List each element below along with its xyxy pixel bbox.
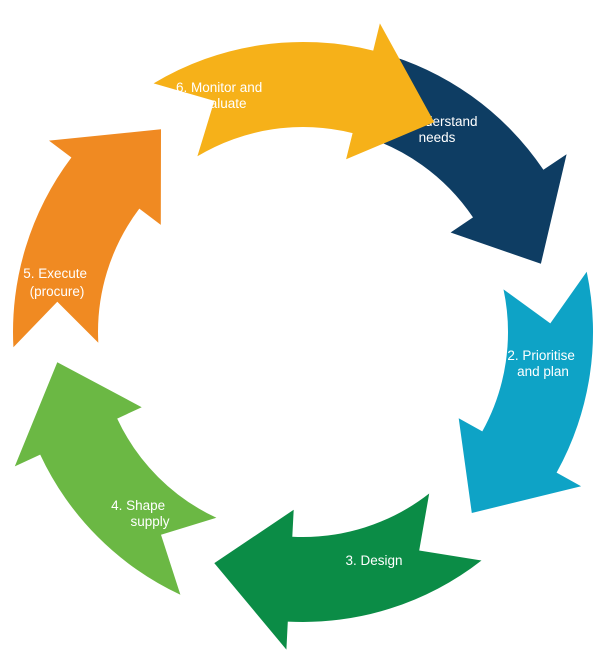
step-arrow-2-shape [458, 271, 594, 513]
step-label-2-line-1: 2. Prioritise [507, 348, 575, 363]
step-arrow-6: 6. Monitor and evaluate [153, 23, 435, 160]
step-label-6: 6. Monitor and evaluate [176, 80, 266, 111]
step-label-5: 5. Execute (procure) [23, 266, 91, 299]
step-label-3: 3. Design [345, 553, 402, 568]
step-label-5-line-2: (procure) [30, 284, 85, 299]
step-arrow-4-shape [14, 362, 217, 595]
step-label-4-line-1: 4. Shape [111, 498, 165, 513]
step-label-4: 4. Shape supply [111, 498, 170, 529]
step-label-6-line-2: evaluate [195, 96, 246, 111]
step-arrow-4: 4. Shape supply [14, 362, 217, 595]
step-label-2: 2. Prioritise and plan [507, 348, 578, 379]
step-label-5-line-1: 5. Execute [23, 266, 87, 281]
step-arrow-6-shape [153, 23, 435, 160]
step-label-3-line-1: 3. Design [345, 553, 402, 568]
step-label-6-line-1: 6. Monitor and [176, 80, 262, 95]
step-arrow-5: 5. Execute (procure) [13, 129, 161, 348]
step-label-1-line-2: needs [419, 130, 456, 145]
step-arrow-3-shape [214, 493, 482, 650]
step-label-4-line-2: supply [130, 514, 169, 529]
step-label-2-line-2: and plan [517, 364, 569, 379]
step-arrow-5-shape [13, 129, 161, 348]
step-arrow-3: 3. Design [214, 493, 482, 650]
step-arrow-2: 2. Prioritise and plan [458, 271, 594, 513]
